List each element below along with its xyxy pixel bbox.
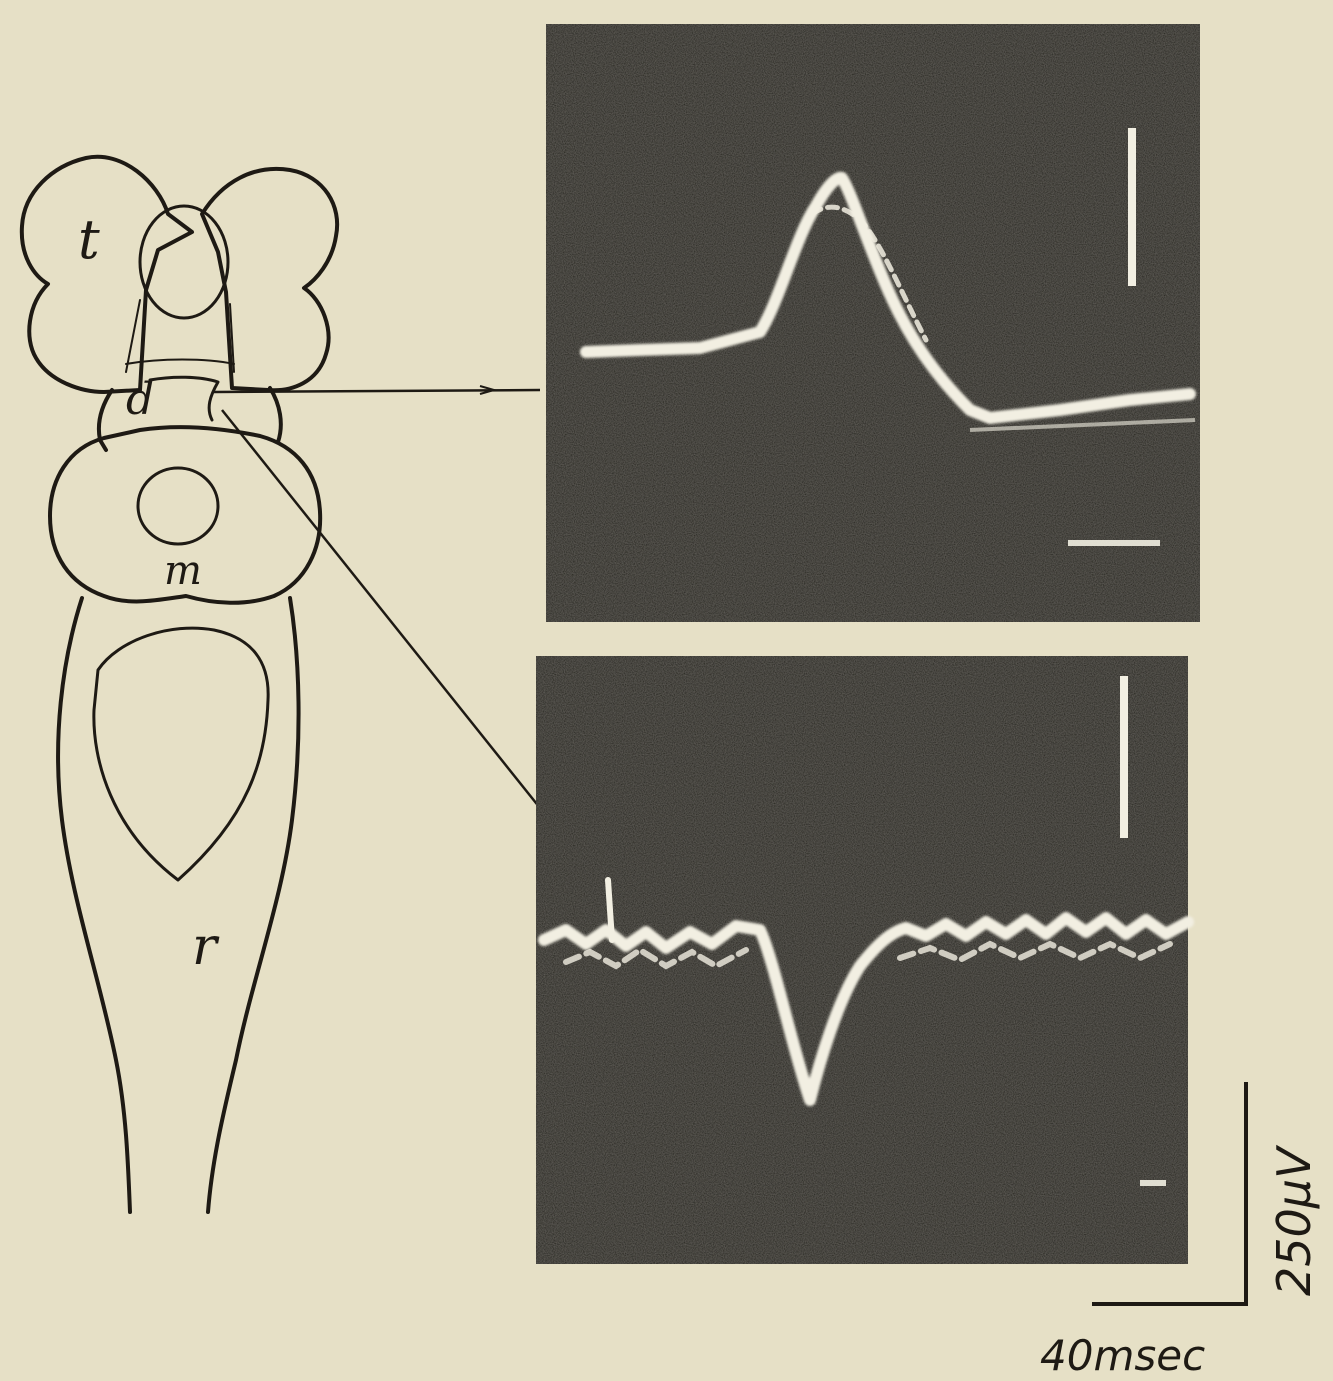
- right-telencephalon-lobe: [202, 169, 337, 390]
- lower-oscillogram: [536, 656, 1188, 1264]
- lower-calibration-mark: [1120, 676, 1128, 838]
- label-t: t: [78, 208, 100, 271]
- rhombencephalon-outline: [58, 598, 130, 1212]
- lower-time-mark: [1140, 1180, 1166, 1186]
- upper-calibration-mark: [1128, 128, 1136, 286]
- upper-time-mark: [1068, 540, 1160, 546]
- upper-screen: [546, 24, 1200, 622]
- scale-voltage-label: 250μV: [1267, 1144, 1321, 1296]
- diencephalon-inner: [150, 377, 218, 420]
- left-telencephalon-lobe: [22, 157, 192, 392]
- upper-oscillogram: [546, 24, 1200, 622]
- scale-time-label: 40msec: [1040, 1331, 1205, 1380]
- label-r: r: [192, 917, 220, 977]
- label-m: m: [164, 548, 202, 594]
- label-d: d: [126, 374, 154, 425]
- lower-stimulus-artifact: [608, 880, 612, 940]
- rhombencephalon-outline-right: [208, 598, 299, 1212]
- fourth-ventricle: [94, 628, 268, 880]
- midbrain-ventricle: [138, 468, 218, 544]
- brain-diagram: [22, 157, 337, 1212]
- pointer-line-lower: [222, 410, 540, 808]
